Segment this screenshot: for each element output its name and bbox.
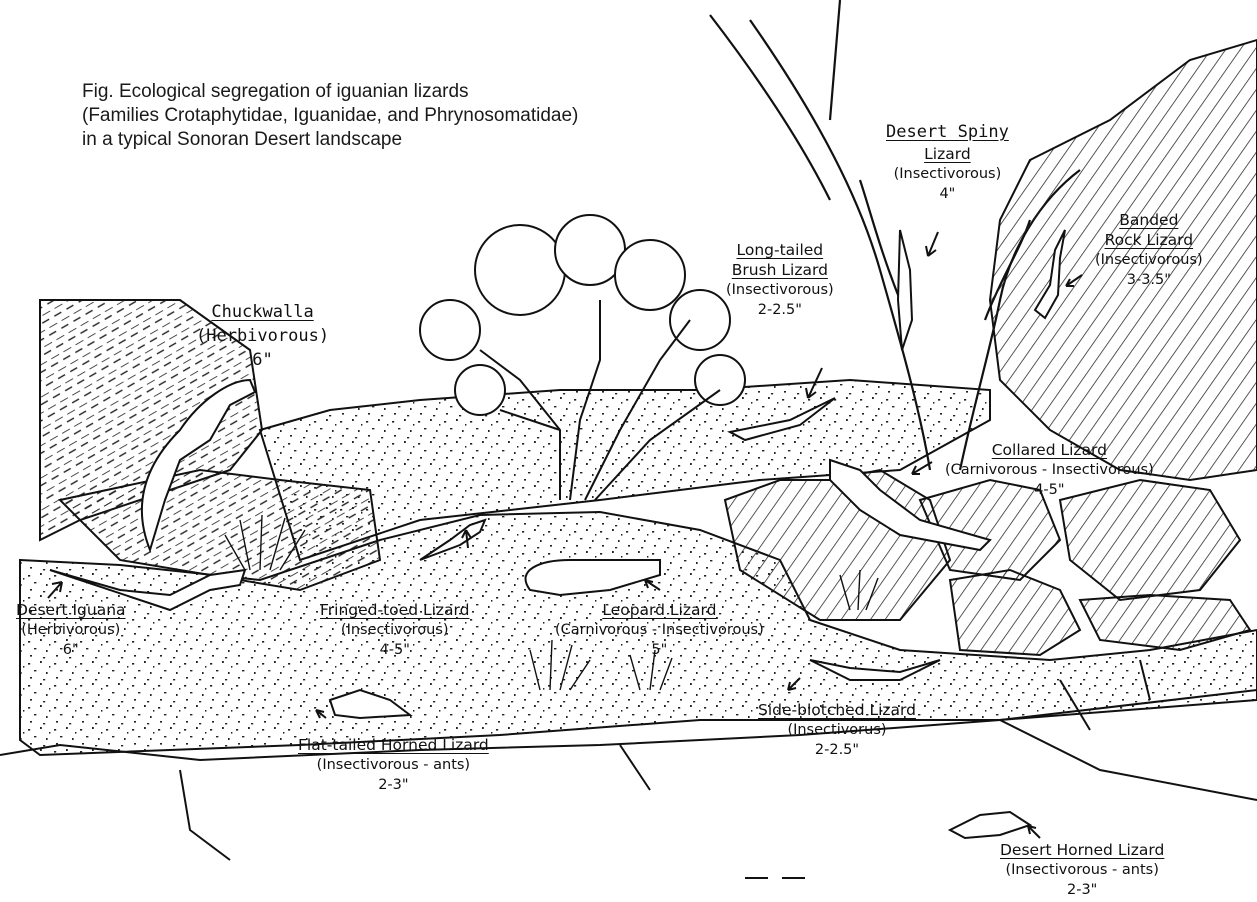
caption-line-3: in a typical Sonoran Desert landscape xyxy=(82,128,578,152)
desert-spiny-name-2: Lizard xyxy=(886,144,1009,164)
leopard-name: Leopard Lizard xyxy=(555,600,764,620)
brush-name-2: Brush Lizard xyxy=(726,260,834,280)
flat-tailed-name: Flat-tailed Horned Lizard xyxy=(298,735,489,755)
brush-size: 2-2.5" xyxy=(726,300,834,320)
caption-line-2: (Families Crotaphytidae, Iguanidae, and … xyxy=(82,104,578,128)
banded-rock-diet: (Insectivorous) xyxy=(1095,250,1203,270)
brush-name: Long-tailed xyxy=(726,240,834,260)
desert-spiny-size: 4" xyxy=(886,184,1009,204)
label-leopard-lizard: Leopard Lizard (Carnivorous - Insectivor… xyxy=(555,600,764,660)
label-chuckwalla: Chuckwalla (Herbivorous) 6" xyxy=(196,300,329,372)
label-banded-rock-lizard: Banded Rock Lizard (Insectivorous) 3-3.5… xyxy=(1095,210,1203,290)
desert-horned-name: Desert Horned Lizard xyxy=(1000,840,1164,860)
side-blotched-diet: (Insectivorus) xyxy=(758,720,916,740)
label-flat-tailed-horned-lizard: Flat-tailed Horned Lizard (Insectivorous… xyxy=(298,735,489,795)
label-long-tailed-brush-lizard: Long-tailed Brush Lizard (Insectivorous)… xyxy=(726,240,834,320)
desert-iguana-diet: (Herbivorous) xyxy=(16,620,126,640)
side-blotched-size: 2-2.5" xyxy=(758,740,916,760)
desert-spiny-lizard xyxy=(898,230,912,350)
desert-iguana-size: 6" xyxy=(16,640,126,660)
fringe-toed-name: Fringed-toed Lizard xyxy=(320,600,469,620)
leopard-size: 5" xyxy=(555,640,764,660)
label-desert-horned-lizard: Desert Horned Lizard (Insectivorous - an… xyxy=(1000,840,1164,900)
chuckwalla-diet: (Herbivorous) xyxy=(196,324,329,348)
flat-tailed-size: 2-3" xyxy=(298,775,489,795)
collared-size: 4-5" xyxy=(945,480,1154,500)
side-blotched-name: Side-blotched Lizard xyxy=(758,700,916,720)
desert-spiny-name: Desert Spiny xyxy=(886,120,1009,144)
desert-spiny-diet: (Insectivorous) xyxy=(886,164,1009,184)
caption-line-1: Fig. Ecological segregation of iguanian … xyxy=(82,80,578,104)
label-desert-iguana: Desert Iguana (Herbivorous) 6" xyxy=(16,600,126,660)
chuckwalla-size: 6" xyxy=(196,348,329,372)
label-collared-lizard: Collared Lizard (Carnivorous - Insectivo… xyxy=(945,440,1154,500)
desert-horned-size: 2-3" xyxy=(1000,880,1164,900)
flat-tailed-diet: (Insectivorous - ants) xyxy=(298,755,489,775)
desert-horned-lizard xyxy=(950,812,1030,838)
fringe-toed-diet: (Insectivorous) xyxy=(320,620,469,640)
banded-rock-name-2: Rock Lizard xyxy=(1095,230,1203,250)
banded-rock-name: Banded xyxy=(1095,210,1203,230)
brush-diet: (Insectivorous) xyxy=(726,280,834,300)
label-desert-spiny-lizard: Desert Spiny Lizard (Insectivorous) 4" xyxy=(886,120,1009,204)
label-fringe-toed-lizard: Fringed-toed Lizard (Insectivorous) 4-5" xyxy=(320,600,469,660)
fringe-toed-size: 4-5" xyxy=(320,640,469,660)
chuckwalla-name: Chuckwalla xyxy=(196,300,329,324)
leopard-diet: (Carnivorous - Insectivorous) xyxy=(555,620,764,640)
figure-caption: Fig. Ecological segregation of iguanian … xyxy=(82,80,578,152)
desert-iguana-name: Desert Iguana xyxy=(16,600,126,620)
desert-horned-diet: (Insectivorous - ants) xyxy=(1000,860,1164,880)
banded-rock-size: 3-3.5" xyxy=(1095,270,1203,290)
label-side-blotched-lizard: Side-blotched Lizard (Insectivorus) 2-2.… xyxy=(758,700,916,760)
collared-name: Collared Lizard xyxy=(945,440,1154,460)
collared-diet: (Carnivorous - Insectivorous) xyxy=(945,460,1154,480)
